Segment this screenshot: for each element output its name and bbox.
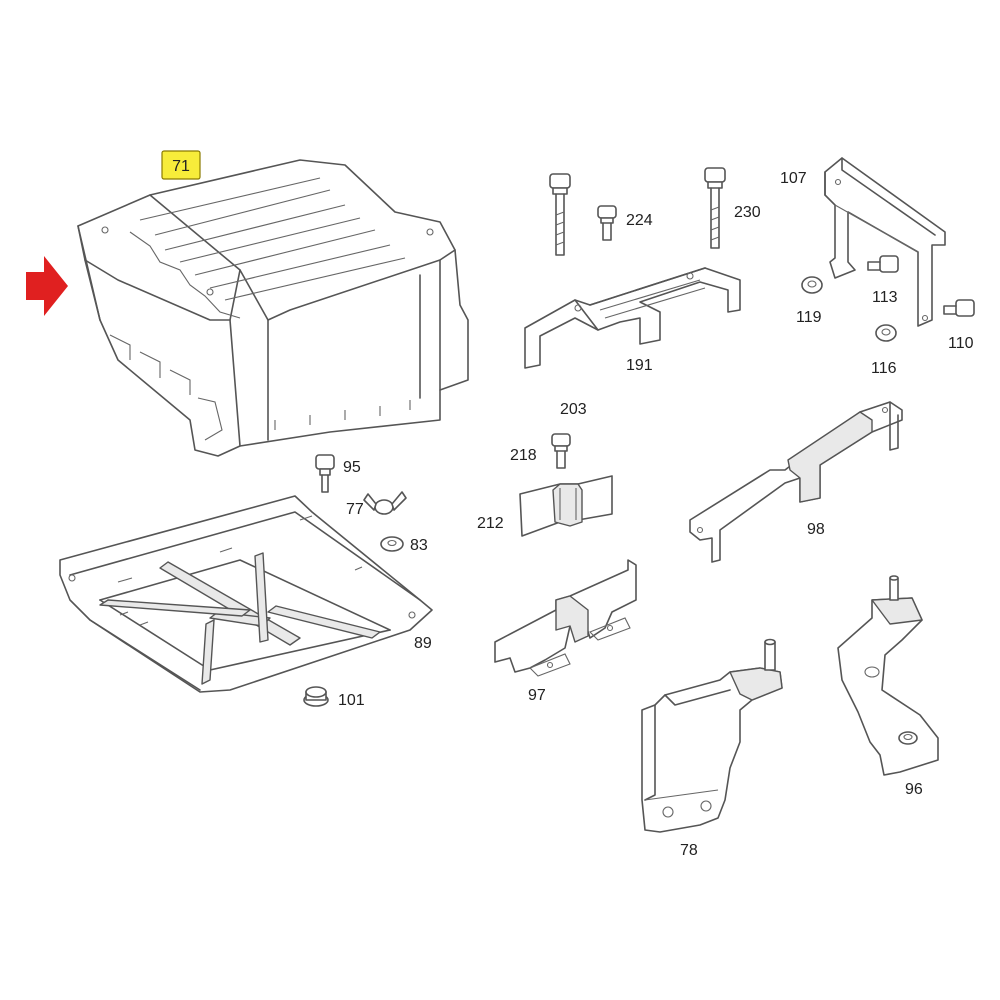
nut-part-119[interactable] [801, 276, 823, 294]
callout-110[interactable]: 110 [948, 335, 974, 352]
callout-107[interactable]: 107 [780, 170, 807, 187]
bracket-part-78[interactable] [641, 638, 783, 833]
battery-tray-part-89[interactable] [59, 495, 433, 693]
callout-71[interactable]: 71 [172, 158, 190, 175]
callout-77[interactable]: 77 [346, 501, 364, 518]
bracket-part-98[interactable] [689, 401, 903, 563]
battery-cover-part-71[interactable] [77, 159, 469, 457]
callout-83[interactable]: 83 [410, 537, 428, 554]
callout-89[interactable]: 89 [414, 635, 432, 652]
callout-218[interactable]: 218 [510, 447, 537, 464]
clamp-part-212[interactable] [519, 475, 613, 537]
callout-116[interactable]: 116 [871, 360, 897, 377]
wing-nut-part-77[interactable] [363, 491, 407, 515]
callout-191[interactable]: 191 [626, 357, 653, 374]
bolt-part-230[interactable] [704, 167, 726, 249]
bracket-part-97[interactable] [494, 559, 637, 677]
bracket-part-107[interactable] [824, 157, 946, 327]
callout-212[interactable]: 212 [477, 515, 504, 532]
bracket-part-96[interactable] [837, 575, 939, 776]
bolt-part-218[interactable] [551, 433, 571, 469]
callout-203[interactable]: 203 [560, 401, 587, 418]
callout-96[interactable]: 96 [905, 781, 923, 798]
grommet-part-101[interactable] [303, 686, 329, 707]
callout-113[interactable]: 113 [872, 289, 898, 306]
red-arrow-icon [26, 256, 68, 316]
washer-part-83[interactable] [380, 536, 404, 552]
callout-119[interactable]: 119 [796, 309, 822, 326]
callout-97[interactable]: 97 [528, 687, 546, 704]
callout-98[interactable]: 98 [807, 521, 825, 538]
callout-224[interactable]: 224 [626, 212, 653, 229]
bolt-part-224[interactable] [597, 205, 617, 241]
callout-95[interactable]: 95 [343, 459, 361, 476]
bolt-part-95[interactable] [315, 454, 335, 493]
callout-101[interactable]: 101 [338, 692, 365, 709]
callout-230[interactable]: 230 [734, 204, 761, 221]
bolt-part-110[interactable] [943, 299, 975, 317]
bolt-part-113[interactable] [867, 255, 899, 273]
nut-part-116[interactable] [875, 324, 897, 342]
long-bolt[interactable] [549, 173, 571, 256]
bracket-part-191[interactable] [524, 267, 741, 369]
callout-71-highlight [161, 150, 201, 180]
callout-78[interactable]: 78 [680, 842, 698, 859]
